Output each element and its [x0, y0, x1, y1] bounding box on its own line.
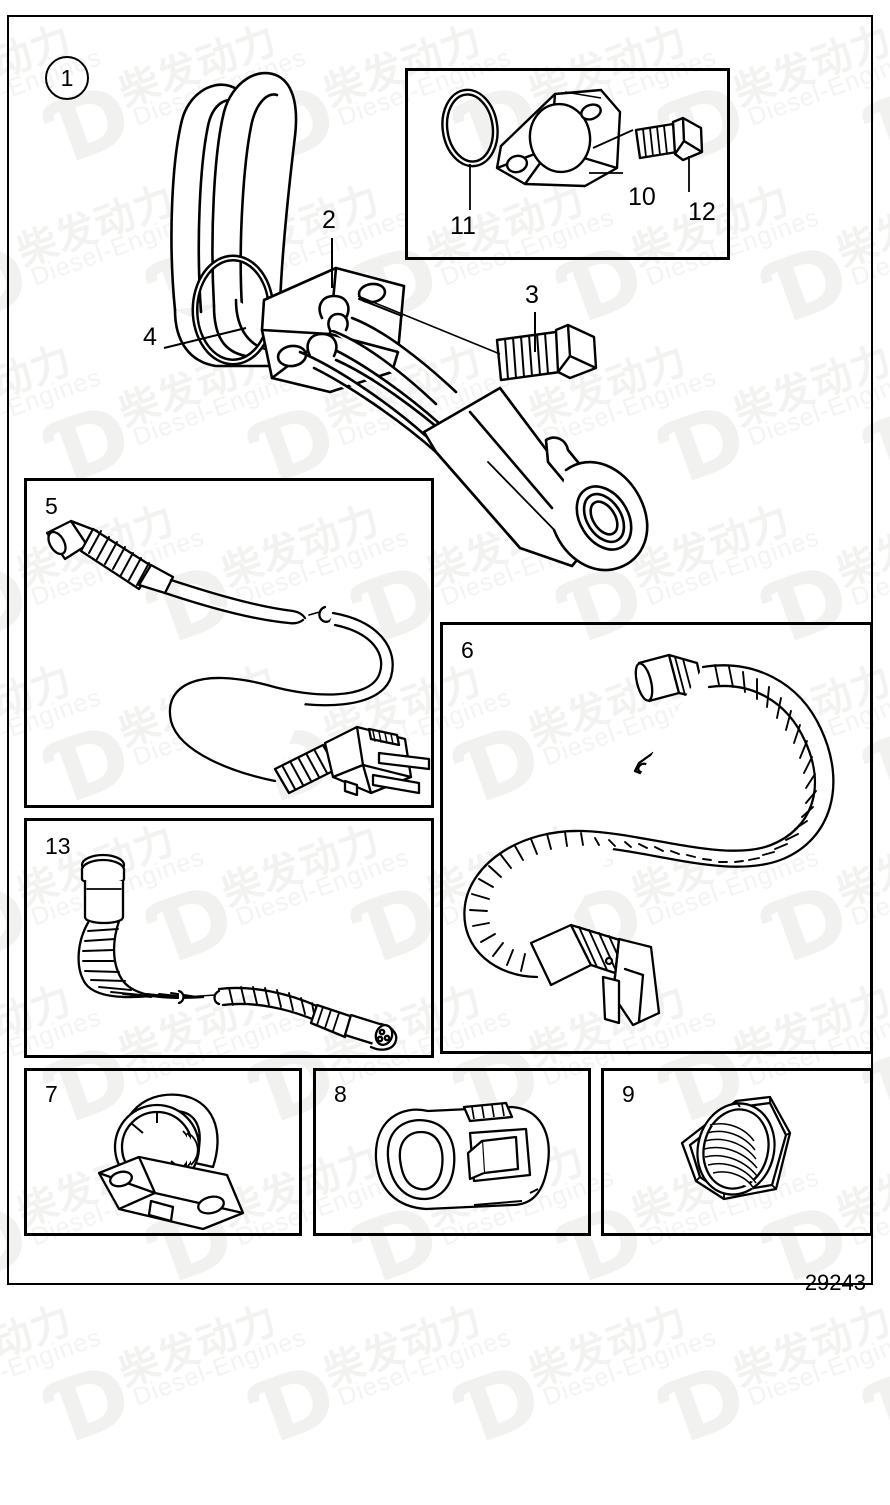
panel-number-6: 6	[461, 637, 474, 663]
watermark-latin-text: Diesel-Engines	[0, 1163, 3, 1252]
callout-3-leader	[534, 312, 536, 352]
watermark-logo-icon: Ɗ	[243, 1344, 349, 1465]
coiled-cable-drawing	[443, 625, 876, 1057]
drawing-reference-number: 29243	[804, 1270, 866, 1295]
watermark-latin-text: Diesel-Engines	[0, 843, 3, 932]
watermark-latin-text: Diesel-Engines	[744, 1323, 890, 1412]
inset-panel-flange-kit	[405, 68, 730, 260]
watermark-latin-text: Diesel-Engines	[334, 1323, 515, 1412]
watermark-latin-text: Diesel-Engines	[539, 1323, 720, 1412]
callout-10: 10	[628, 183, 656, 211]
panel-lock-nut: 9	[601, 1068, 873, 1236]
power-cord-drawing	[27, 481, 437, 811]
callout-4: 4	[143, 323, 157, 351]
panel-extension-cable: 13	[24, 818, 434, 1058]
panel-number-7: 7	[45, 1081, 58, 1107]
assembly-group-number: 1	[60, 64, 74, 91]
watermark-logo-icon: Ɗ	[653, 1344, 759, 1465]
panel-number-13: 13	[45, 833, 71, 859]
retaining-clip-drawing	[316, 1071, 594, 1239]
callout-2-leader	[331, 238, 333, 288]
lock-nut-drawing	[604, 1071, 876, 1239]
extension-cable-drawing	[27, 821, 437, 1061]
panel-number-5: 5	[45, 493, 58, 519]
watermark-latin-text: Diesel-Engines	[129, 1323, 310, 1412]
mounting-bracket-drawing	[27, 1071, 305, 1239]
panel-number-9: 9	[622, 1081, 635, 1107]
callout-11: 11	[450, 212, 476, 240]
engine-heater-assembly-drawing	[0, 0, 890, 620]
callout-3: 3	[525, 281, 539, 309]
watermark-logo-icon: Ɗ	[448, 1344, 554, 1465]
callout-12: 12	[688, 198, 716, 226]
watermark-latin-text: Diesel-Engines	[0, 1323, 105, 1412]
panel-power-cord: 5	[24, 478, 434, 808]
panel-mounting-bracket: 7	[24, 1068, 302, 1236]
callout-4-leader	[160, 318, 270, 358]
assembly-group-label: 1	[45, 56, 89, 100]
flange-kit-drawing	[405, 68, 730, 260]
panel-retaining-clip: 8	[313, 1068, 591, 1236]
panel-coiled-cable: 6	[440, 622, 873, 1054]
watermark-logo-icon: Ɗ	[858, 1344, 890, 1465]
callout-2: 2	[322, 206, 336, 234]
panel-number-8: 8	[334, 1081, 347, 1107]
watermark-logo-icon: Ɗ	[38, 1344, 144, 1465]
